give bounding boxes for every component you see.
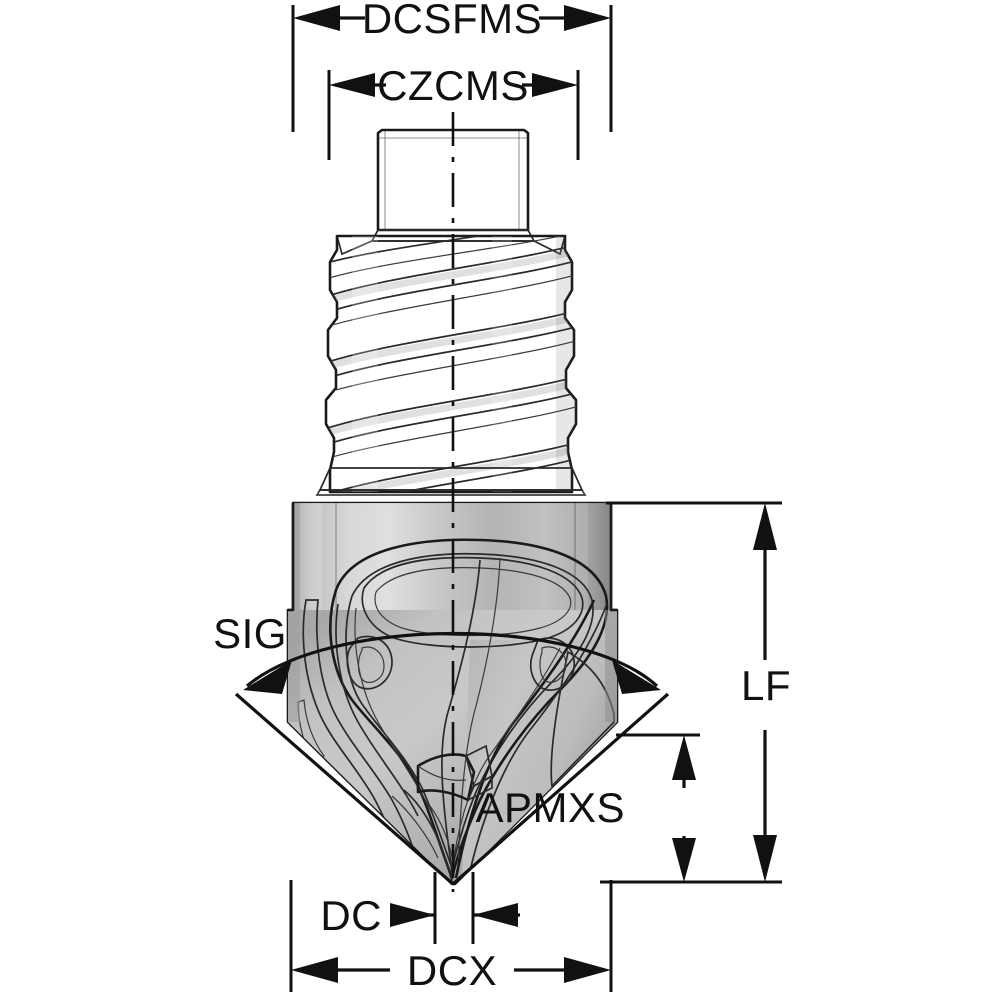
- dc-arrow-right: [473, 903, 518, 927]
- sig-leg-right: [451, 692, 670, 886]
- dimension-label-dcsfms: DCSFMS: [362, 0, 542, 42]
- dcsfms-arrow-left: [293, 5, 340, 31]
- lf-arrow-top: [753, 503, 777, 550]
- sig-leg-left: [234, 692, 455, 886]
- dimension-label-czcms: CZCMS: [377, 62, 529, 109]
- dc-arrow-left: [390, 903, 435, 927]
- sig-arrow-right: [612, 660, 661, 694]
- dimension-dc: DC: [320, 872, 520, 944]
- apmxs-arrow-top: [672, 735, 696, 780]
- sig-arrow-left: [243, 660, 292, 694]
- lf-arrow-bottom: [753, 835, 777, 882]
- dimension-label-sig: SIG: [213, 610, 287, 657]
- dimension-label-dc: DC: [320, 892, 382, 939]
- dimension-label-dcx: DCX: [407, 947, 497, 994]
- dimension-czcms: CZCMS: [327, 62, 580, 160]
- tapered-thread-shank: [324, 234, 578, 494]
- dimension-lf: LF: [600, 501, 791, 884]
- dimension-label-lf: LF: [741, 662, 791, 709]
- thread-to-flange-cone: [315, 467, 587, 496]
- dimension-sig: SIG: [213, 610, 670, 886]
- dimension-dcsfms: DCSFMS: [291, 0, 613, 132]
- dimension-dcx: DCX: [289, 880, 613, 994]
- sig-arc: [245, 631, 659, 688]
- dcsfms-arrow-right: [564, 5, 611, 31]
- dimension-label-apmxs: APMXS: [475, 784, 625, 831]
- czcms-arrow-left: [329, 73, 375, 97]
- dcx-arrow-right: [564, 957, 611, 983]
- apmxs-arrow-bottom: [672, 838, 696, 882]
- czcms-arrow-right: [532, 73, 578, 97]
- dcx-arrow-left: [291, 957, 338, 983]
- dimension-apmxs: APMXS: [475, 733, 700, 884]
